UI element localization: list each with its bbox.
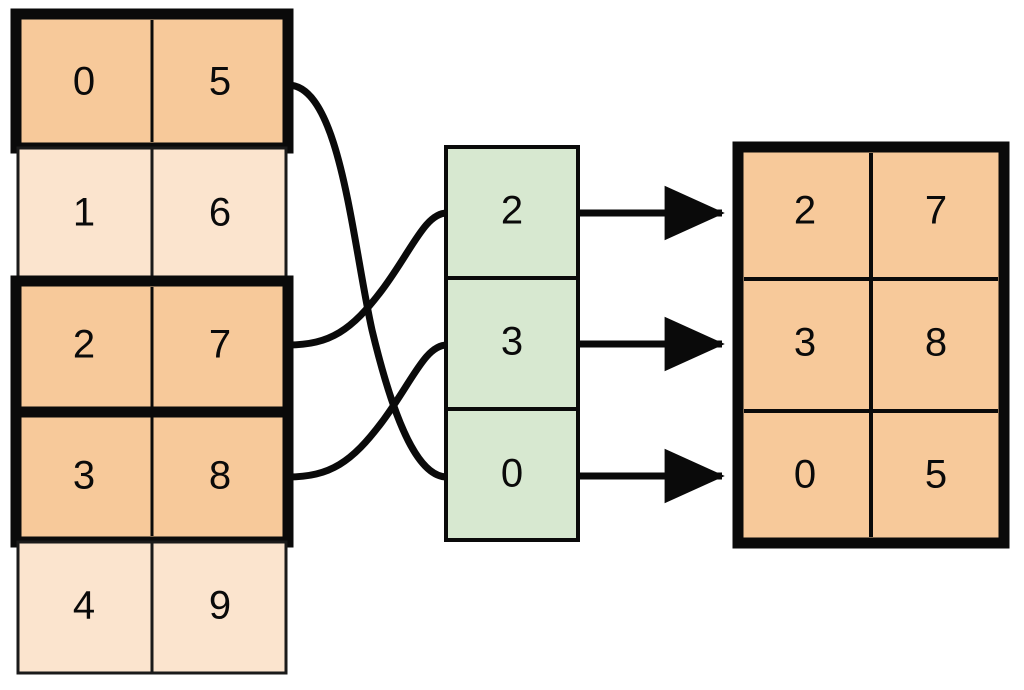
source-cell-0-0: 0 bbox=[73, 60, 95, 104]
index-cell-2[interactable]: 0 bbox=[501, 452, 523, 496]
result-row-2[interactable]: 0 5 bbox=[794, 453, 947, 497]
result-cell-1-1: 8 bbox=[925, 321, 947, 365]
source-cell-2-0: 2 bbox=[73, 323, 95, 367]
arrow-group bbox=[578, 185, 725, 504]
source-cell-1-1: 6 bbox=[209, 191, 231, 235]
source-rows-2-3-block bbox=[10, 275, 294, 548]
source-table: 0 5 1 6 2 7 3 8 bbox=[10, 8, 294, 675]
connector-row3-to-index1 bbox=[284, 341, 451, 481]
index-column: 2 3 0 bbox=[444, 145, 580, 542]
result-cell-2-1: 5 bbox=[925, 453, 947, 497]
source-row-4[interactable]: 4 9 bbox=[16, 540, 288, 675]
connector-row2-to-index0 bbox=[284, 209, 451, 349]
source-row-3[interactable]: 3 8 bbox=[73, 454, 231, 498]
result-row-1[interactable]: 3 8 bbox=[794, 321, 947, 365]
source-cell-4-1: 9 bbox=[209, 584, 231, 628]
source-cell-1-0: 1 bbox=[73, 191, 95, 235]
source-cell-4-0: 4 bbox=[73, 584, 95, 628]
source-row-0[interactable]: 0 5 bbox=[10, 8, 294, 154]
result-cell-2-0: 0 bbox=[794, 453, 816, 497]
index-cell-1[interactable]: 3 bbox=[501, 320, 523, 364]
connector-row0-to-index2 bbox=[284, 81, 451, 481]
source-cell-3-1: 8 bbox=[209, 454, 231, 498]
result-cell-1-0: 3 bbox=[794, 321, 816, 365]
source-row-1[interactable]: 1 6 bbox=[16, 146, 288, 283]
source-row-2[interactable]: 2 7 bbox=[73, 323, 231, 367]
result-table: 2 7 3 8 0 5 bbox=[732, 141, 1010, 549]
index-cell-2-value: 0 bbox=[501, 452, 523, 496]
source-cell-2-1: 7 bbox=[209, 323, 231, 367]
source-cell-0-1: 5 bbox=[209, 60, 231, 104]
index-cell-1-value: 3 bbox=[501, 320, 523, 364]
source-cell-3-0: 3 bbox=[73, 454, 95, 498]
result-cell-0-1: 7 bbox=[925, 189, 947, 233]
result-cell-0-0: 2 bbox=[794, 189, 816, 233]
index-cell-0-value: 2 bbox=[501, 189, 523, 233]
index-cell-0[interactable]: 2 bbox=[501, 189, 523, 233]
result-row-0[interactable]: 2 7 bbox=[794, 189, 947, 233]
connector-group bbox=[284, 81, 451, 481]
